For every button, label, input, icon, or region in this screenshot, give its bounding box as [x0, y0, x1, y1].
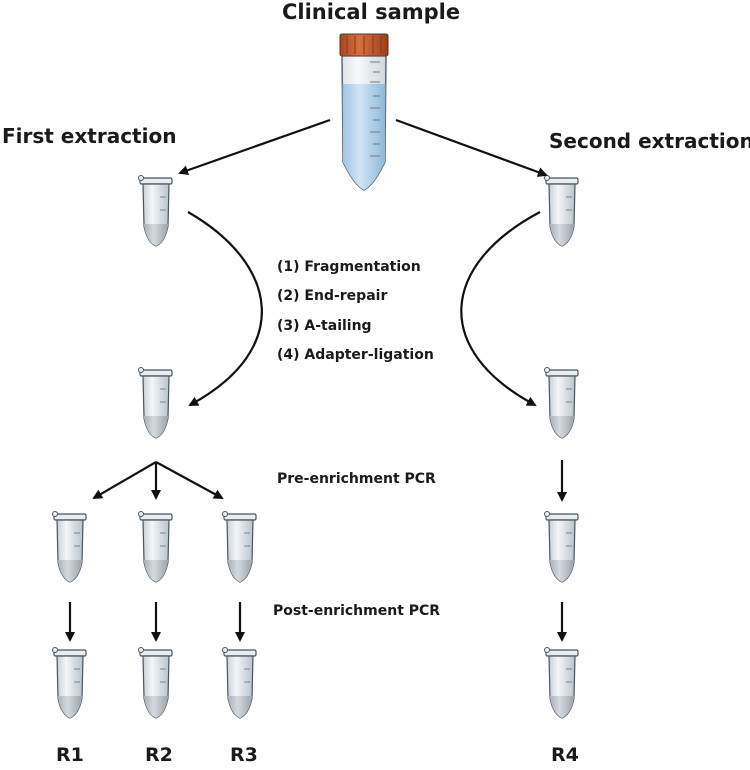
first-extraction-label: First extraction	[2, 124, 177, 148]
tube-first-extraction	[137, 174, 173, 247]
arrow-split-r3	[155, 461, 224, 499]
post-enrichment-pcr-label: Post-enrichment PCR	[273, 603, 441, 619]
step-label-3: (3) A-tailing	[277, 318, 372, 334]
second-extraction-label: Second extraction	[549, 129, 750, 153]
tube-pre-pcr-3	[221, 510, 257, 583]
pre-enrichment-pcr-label: Pre-enrichment PCR	[277, 471, 436, 487]
replicate-label-r2: R2	[145, 744, 173, 766]
step-label-2: (2) End-repair	[277, 288, 388, 304]
tube-pre-pcr-1	[51, 510, 87, 583]
arrow-to-first-extraction	[178, 118, 331, 176]
tube-post-pcr-2	[137, 646, 173, 719]
diagram-title: Clinical sample	[282, 0, 461, 24]
replicate-label-r4: R4	[551, 744, 579, 766]
step-label-4: (4) Adapter-ligation	[277, 347, 434, 363]
arrow-library-prep-first	[187, 211, 263, 406]
replicate-label-r1: R1	[56, 744, 84, 766]
tube-post-pcr-1	[51, 646, 87, 719]
tube-post-pcr-4	[543, 646, 579, 719]
tube-pre-pcr-2	[137, 510, 173, 583]
replicate-label-r3: R3	[230, 744, 258, 766]
tube-library-second	[543, 366, 579, 439]
arrow-split-r1	[92, 461, 157, 500]
arrow-library-prep-second	[460, 211, 541, 406]
tube-pre-pcr-4	[543, 510, 579, 583]
tube-library-first	[137, 366, 173, 439]
tube-second-extraction	[543, 174, 579, 247]
falcon-tube	[339, 33, 389, 191]
tube-post-pcr-3	[221, 646, 257, 719]
step-label-1: (1) Fragmentation	[277, 259, 421, 275]
arrow-to-second-extraction	[395, 118, 548, 177]
